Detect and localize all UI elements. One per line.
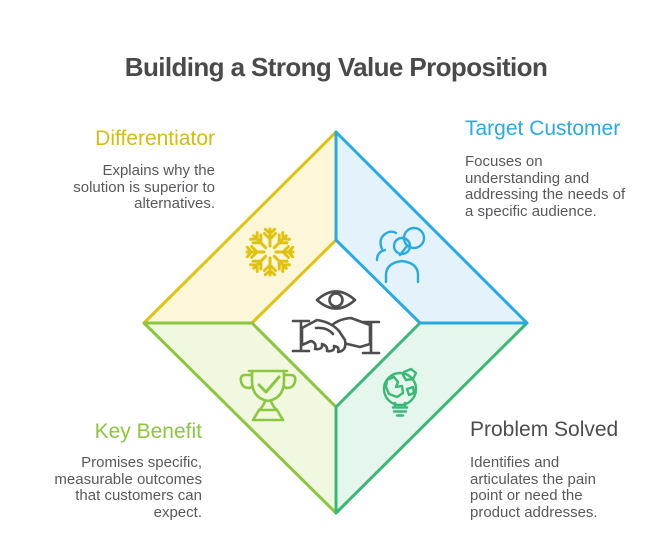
- differentiator-title: Differentiator: [95, 127, 215, 150]
- target-customer-title: Target Customer: [465, 117, 621, 140]
- person-magnifier-icon: [375, 226, 426, 284]
- target-customer-section: Target Customer Focuses on understanding…: [465, 117, 655, 220]
- eye-icon: [315, 290, 357, 310]
- problem-solved-title: Problem Solved: [470, 418, 619, 441]
- key-benefit-title: Key Benefit: [94, 420, 202, 443]
- page-title: Building a Strong Value Proposition: [124, 52, 548, 82]
- trophy-check-icon: [239, 369, 297, 422]
- snowflake-icon: [245, 227, 295, 277]
- handshake-icon: [291, 316, 381, 355]
- problem-solved-description: Identifies and articulates the pain poin…: [470, 454, 598, 521]
- key-benefit-section: Key Benefit Promises specific, measurabl…: [27, 420, 202, 521]
- target-customer-description: Focuses on understanding and addressing …: [465, 153, 626, 220]
- globe-bulb-icon: [382, 367, 418, 417]
- target-customer-segment: [334, 130, 529, 325]
- problem-solved-section: Problem Solved Identifies and articulate…: [470, 418, 640, 521]
- differentiator-description: Explains why the solution is superior to…: [73, 162, 215, 212]
- key-benefit-description: Promises specific, measurable outcomes t…: [54, 454, 202, 521]
- differentiator-section: Differentiator Explains why the solution…: [29, 127, 215, 213]
